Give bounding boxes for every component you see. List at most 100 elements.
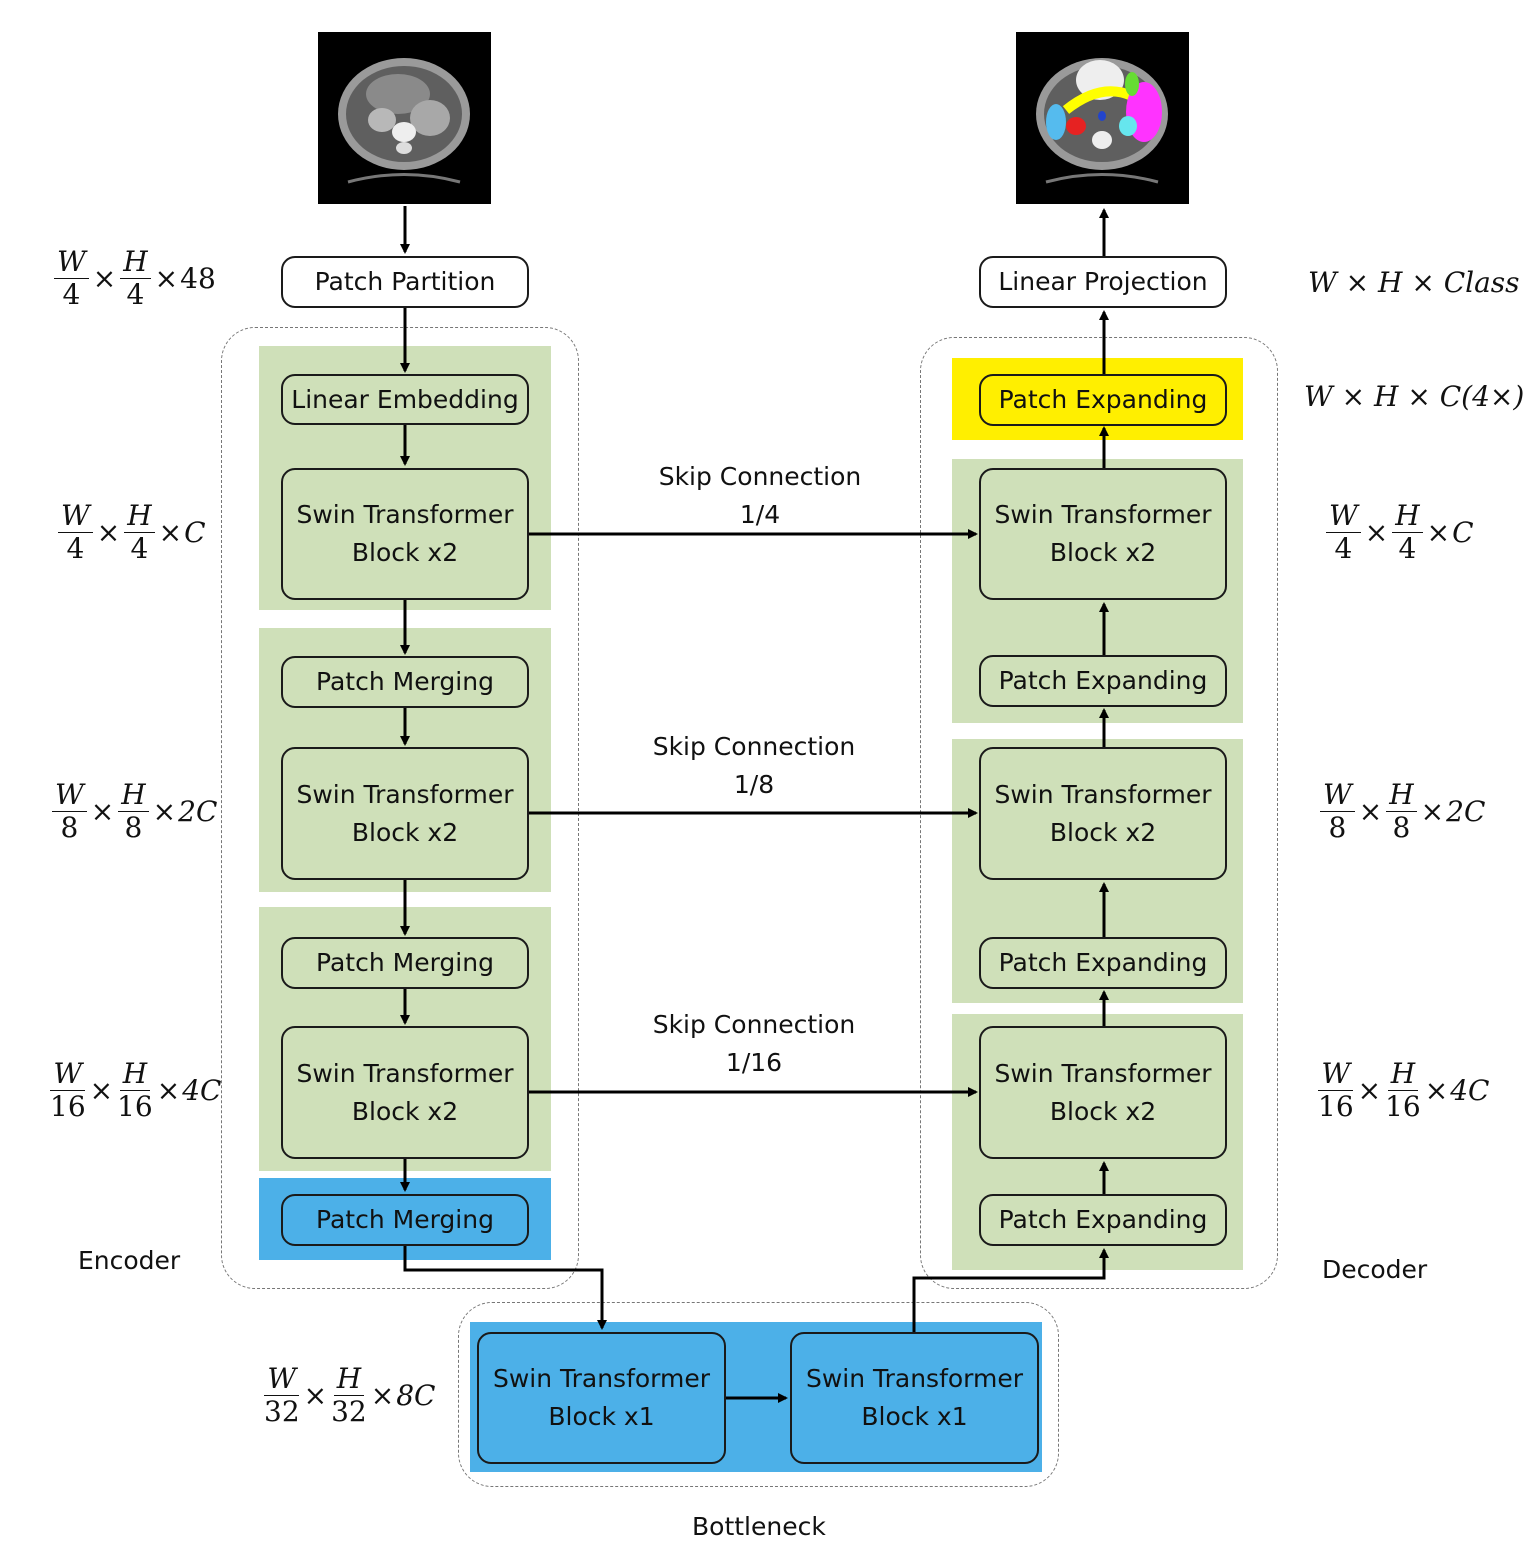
dim-w: W	[1318, 1058, 1354, 1091]
dim-den: 4	[126, 278, 145, 311]
skip-connection-3-title: Skip Connection	[652, 1010, 856, 1039]
times-sign: ×	[1424, 1074, 1449, 1107]
dim-channels: 8C	[396, 1379, 436, 1412]
skip-connection-1-label: Skip Connection 1/4	[610, 458, 910, 534]
encoder-swin-block-1: Swin Transformer Block x2	[281, 468, 529, 600]
bottleneck-swin-block-2: Swin Transformer Block x1	[790, 1332, 1039, 1464]
dim-h: H	[1392, 500, 1423, 533]
skip-connection-2-title: Skip Connection	[652, 732, 856, 761]
dim-h: H	[118, 779, 149, 812]
decoder-swin-block-3: Swin Transformer Block x2	[979, 1026, 1227, 1159]
dim-h: H	[1387, 1058, 1419, 1091]
dim-w: W	[50, 1058, 86, 1091]
times-sign: ×	[303, 1379, 328, 1412]
decoder-patch-expanding-top: Patch Expanding	[979, 374, 1227, 426]
dim-h: H	[120, 246, 151, 279]
dim-den: 16	[117, 1090, 153, 1123]
dim-w: W	[52, 779, 87, 812]
dim-channels: 4C	[1450, 1074, 1490, 1107]
dim-h: H	[1386, 779, 1417, 812]
patch-partition-box: Patch Partition	[281, 256, 529, 308]
times-sign: ×	[96, 516, 121, 549]
skip-connection-1-title: Skip Connection	[658, 462, 862, 491]
arrow-bottleneck-to-decoder	[912, 1248, 1109, 1332]
encoder-swin-block-2: Swin Transformer Block x2	[281, 747, 529, 880]
dim-channels: C	[1452, 516, 1474, 549]
encoder-label: Encoder	[78, 1246, 181, 1275]
dim-w: W	[1320, 779, 1355, 812]
dim-w: W	[58, 500, 93, 533]
times-sign: ×	[370, 1379, 395, 1412]
dim-w: W	[1326, 500, 1361, 533]
times-sign: ×	[154, 262, 179, 295]
dim-w: W	[264, 1363, 300, 1396]
dim-den: 32	[264, 1395, 300, 1428]
dim-den: 4	[1334, 532, 1353, 565]
bottleneck-swin-block-1: Swin Transformer Block x1	[477, 1332, 726, 1464]
decoder-swin-block-1: Swin Transformer Block x2	[979, 468, 1227, 600]
dim-den: 4	[1398, 532, 1417, 565]
dim-den: 8	[1392, 811, 1411, 844]
times-sign: ×	[1357, 1074, 1382, 1107]
dim-den: 16	[1385, 1090, 1421, 1123]
bottleneck-group	[458, 1302, 1059, 1487]
bottleneck-label: Bottleneck	[692, 1512, 826, 1541]
encoder-swin-block-3: Swin Transformer Block x2	[281, 1026, 529, 1159]
decoder-patch-expanding-2: Patch Expanding	[979, 937, 1227, 989]
dim-den: 32	[331, 1395, 367, 1428]
dim-channels: C	[184, 516, 206, 549]
dim-channels: 2C	[178, 795, 218, 828]
times-sign: ×	[156, 1074, 181, 1107]
dim-h: H	[119, 1058, 151, 1091]
times-sign: ×	[1420, 795, 1445, 828]
dim-right-1: W × H × Class	[1308, 266, 1520, 299]
decoder-swin-block-2: Swin Transformer Block x2	[979, 747, 1227, 880]
dim-den: 4	[130, 532, 149, 565]
times-sign: ×	[90, 795, 115, 828]
skip-connection-3-ratio: 1/16	[725, 1048, 783, 1077]
dim-right-2: W × H × C(4×)	[1304, 380, 1524, 413]
dim-den: 8	[60, 811, 79, 844]
times-sign: ×	[89, 1074, 114, 1107]
decoder-patch-expanding-1: Patch Expanding	[979, 655, 1227, 707]
dim-channels: 4C	[182, 1074, 222, 1107]
dim-den: 4	[66, 532, 85, 565]
encoder-patch-merging-1: Patch Merging	[281, 656, 529, 708]
encoder-group	[221, 327, 579, 1289]
arrow-merge3-to-bottleneck	[403, 1246, 607, 1330]
linear-embedding-box: Linear Embedding	[281, 374, 529, 425]
skip-connection-2-label: Skip Connection 1/8	[604, 728, 904, 804]
skip-connection-2-ratio: 1/8	[733, 770, 775, 799]
times-sign: ×	[152, 795, 177, 828]
output-segmentation-image	[1016, 32, 1189, 204]
skip-connection-3-label: Skip Connection 1/16	[604, 1006, 904, 1082]
dim-h: H	[124, 500, 155, 533]
skip-connection-1-ratio: 1/4	[739, 500, 781, 529]
dim-h: H	[333, 1363, 365, 1396]
dim-den: 16	[50, 1090, 86, 1123]
times-sign: ×	[92, 262, 117, 295]
encoder-patch-merging-2: Patch Merging	[281, 937, 529, 989]
encoder-patch-merging-3: Patch Merging	[281, 1194, 529, 1246]
dim-channels: 48	[180, 262, 216, 295]
times-sign: ×	[1358, 795, 1383, 828]
decoder-patch-expanding-3: Patch Expanding	[979, 1194, 1227, 1246]
times-sign: ×	[158, 516, 183, 549]
dim-channels: 2C	[1446, 795, 1486, 828]
decoder-label: Decoder	[1322, 1255, 1428, 1284]
dim-den: 16	[1318, 1090, 1354, 1123]
times-sign: ×	[1426, 516, 1451, 549]
dim-w: W	[54, 246, 89, 279]
dim-den: 8	[124, 811, 143, 844]
dim-den: 8	[1328, 811, 1347, 844]
linear-projection-box: Linear Projection	[979, 256, 1227, 308]
